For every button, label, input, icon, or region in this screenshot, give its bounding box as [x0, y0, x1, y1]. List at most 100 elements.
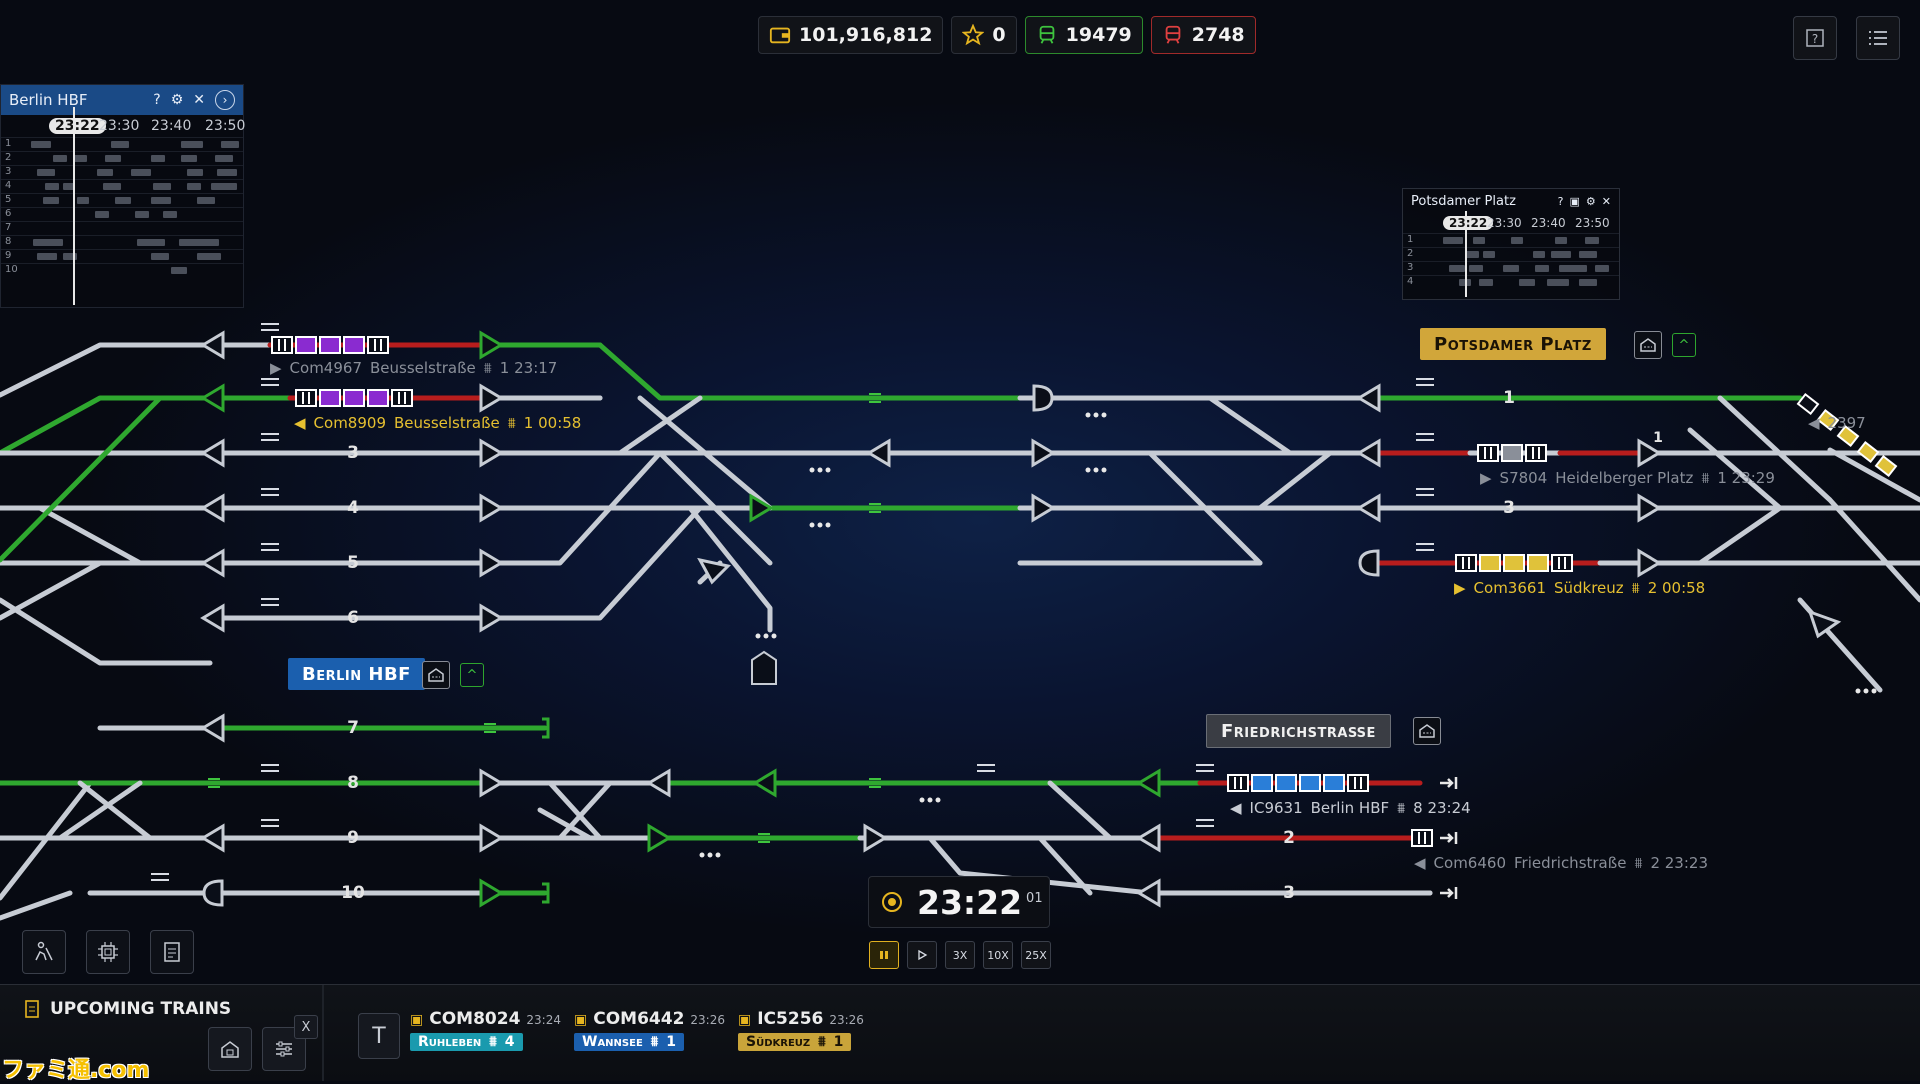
timetable-now-line — [73, 107, 75, 305]
train-car — [1816, 408, 1840, 432]
train-car — [1525, 444, 1547, 462]
speed-25x-button[interactable]: 25X — [1021, 941, 1051, 969]
help-button[interactable]: ? — [1793, 16, 1837, 60]
station-tag-potsdamer-platz[interactable]: Potsdamer Platz — [1420, 328, 1606, 360]
close-icon[interactable]: ✕ — [1601, 194, 1611, 208]
chevron-up-button[interactable]: ^ — [1672, 333, 1696, 357]
station-filter-button[interactable] — [208, 1027, 252, 1071]
train-label-ic9631[interactable]: ◀ IC9631 Berlin HBF ⩩ 8 23:24 — [1230, 799, 1471, 817]
timetable-header[interactable]: Potsdamer Platz ? ▣ ⚙ ✕ — [1403, 189, 1619, 213]
watermark-logo: ファミ通.com — [2, 1058, 150, 1083]
rail-track — [77, 780, 153, 841]
train-id: S7804 — [1499, 469, 1548, 487]
train-destination: Berlin HBF — [1310, 799, 1390, 817]
platform-icon: ⩩ — [483, 359, 492, 377]
timetable-row: 6 — [1, 207, 243, 221]
signal-icon — [1356, 493, 1381, 523]
timetable-panel-hbf[interactable]: Berlin HBF ? ⚙ ✕ › 23:22 23:30 23:40 23:… — [0, 84, 245, 308]
speed-10x-button[interactable]: 10X — [983, 941, 1013, 969]
gear-icon[interactable]: ⚙ — [170, 92, 184, 108]
timetable-block — [1469, 265, 1483, 272]
platform-marker-icon — [261, 488, 279, 496]
upcoming-train-time: 23:26 — [690, 1013, 725, 1027]
rail-track — [1687, 427, 1783, 511]
chevron-up-button[interactable]: ^ — [460, 663, 484, 687]
rail-track — [927, 835, 1153, 896]
train-id: 2397 — [1827, 414, 1866, 432]
station-tag-friedrichstrasse[interactable]: Friedrichstraße — [1206, 714, 1391, 748]
rail-track — [1147, 450, 1263, 566]
rail-track — [0, 597, 213, 666]
timetable-time: 23:30 — [1487, 216, 1522, 230]
platform-icon: ⩩ — [1397, 799, 1406, 817]
timetable-block — [53, 155, 67, 162]
more-dots-icon — [935, 797, 941, 803]
train-platform-time: 1 23:17 — [499, 359, 558, 377]
signal-icon — [200, 438, 225, 468]
filter-type-button[interactable]: T — [358, 1013, 400, 1059]
more-dots-icon — [809, 467, 815, 473]
upcoming-train[interactable]: ▣ COM6442 23:26 Wannsee ⩩ 1 — [574, 1009, 725, 1051]
train-id: Com8909 — [313, 414, 386, 432]
rail-track — [1827, 447, 1920, 503]
timetable-row: 8 — [1, 235, 243, 249]
gear-icon[interactable]: ⚙ — [1585, 194, 1596, 208]
worker-icon — [35, 941, 53, 961]
signal-icon — [479, 493, 504, 523]
menu-button[interactable] — [1856, 16, 1900, 60]
platform-icon: ⩩ — [489, 1034, 497, 1050]
timetable-row: 7 — [1, 221, 243, 235]
train-label-com8909[interactable]: ◀ Com8909 Beusselstraße ⩩ 1 00:58 — [294, 414, 581, 432]
station-icon-button[interactable] — [1634, 331, 1662, 359]
help-icon[interactable]: ? — [153, 92, 161, 108]
train-label-com6460[interactable]: ◀ Com6460 Friedrichstraße ⩩ 2 23:23 — [1414, 854, 1708, 872]
train-label-com4967[interactable]: ▶ Com4967 Beusselstraße ⩩ 1 23:17 — [270, 359, 557, 377]
chevron-right-icon[interactable]: › — [215, 90, 235, 110]
chip-tool-button[interactable] — [86, 930, 130, 974]
stars-stat: 0 — [951, 16, 1017, 54]
timetable-time: 23:40 — [1531, 216, 1566, 230]
more-dots-icon — [1093, 467, 1099, 473]
close-icon[interactable]: ✕ — [193, 92, 205, 108]
help-icon[interactable]: ? — [1557, 194, 1564, 208]
divider — [322, 985, 324, 1081]
train-car — [1477, 444, 1499, 462]
station-icon-button[interactable] — [1413, 717, 1441, 745]
track-number: 8 — [347, 773, 359, 793]
station-icon-button[interactable] — [422, 661, 450, 689]
timetable-header[interactable]: Berlin HBF ? ⚙ ✕ › — [1, 85, 243, 115]
rail-track — [1257, 450, 1333, 511]
log-tool-button[interactable] — [150, 930, 194, 974]
build-tool-button[interactable] — [22, 930, 66, 974]
timetable-row-number: 2 — [5, 152, 12, 163]
timetable-block — [1449, 265, 1465, 272]
upcoming-train-destination: Wannsee ⩩ 1 — [574, 1033, 685, 1051]
train-car — [1527, 554, 1549, 572]
train-label-com3661[interactable]: ▶ Com3661 Südkreuz ⩩ 2 00:58 — [1454, 579, 1705, 597]
platform-marker-icon — [1416, 543, 1434, 551]
platform-marker-icon — [261, 598, 279, 606]
train-label-offscreen[interactable]: ◀ 2397 — [1808, 414, 1866, 432]
station-tag-berlin-hbf[interactable]: Berlin HBF — [288, 658, 425, 690]
train-destination: Beusselstraße — [369, 359, 476, 377]
lock-icon[interactable]: ▣ — [1569, 194, 1580, 208]
upcoming-train[interactable]: ▣ COM8024 23:24 Ruhleben ⩩ 4 — [410, 1009, 561, 1051]
play-button[interactable] — [907, 941, 937, 969]
signal-icon — [1136, 823, 1161, 853]
train-label-s7804[interactable]: ▶ S7804 Heidelberger Platz ⩩ 1 23:29 — [1480, 469, 1775, 487]
station-icon — [1640, 338, 1656, 352]
signal-icon — [1356, 383, 1381, 413]
rail-track — [1207, 395, 1293, 456]
train-id: Com3661 — [1473, 579, 1546, 597]
close-upcoming-button[interactable]: X — [294, 1015, 318, 1039]
signal-icon — [479, 823, 504, 853]
pause-button[interactable] — [869, 941, 899, 969]
more-dots-icon — [825, 522, 831, 528]
train-car — [1836, 424, 1860, 448]
upcoming-train[interactable]: ▣ IC5256 23:26 Südkreuz ⩩ 1 — [738, 1009, 864, 1051]
upcoming-train-header: ▣ COM6442 23:26 — [574, 1009, 725, 1029]
timetable-panel-potsdamer[interactable]: Potsdamer Platz ? ▣ ⚙ ✕ 23:22 23:30 23:4… — [1402, 188, 1620, 300]
timetable-row-number: 1 — [1407, 234, 1414, 245]
speed-3x-button[interactable]: 3X — [945, 941, 975, 969]
